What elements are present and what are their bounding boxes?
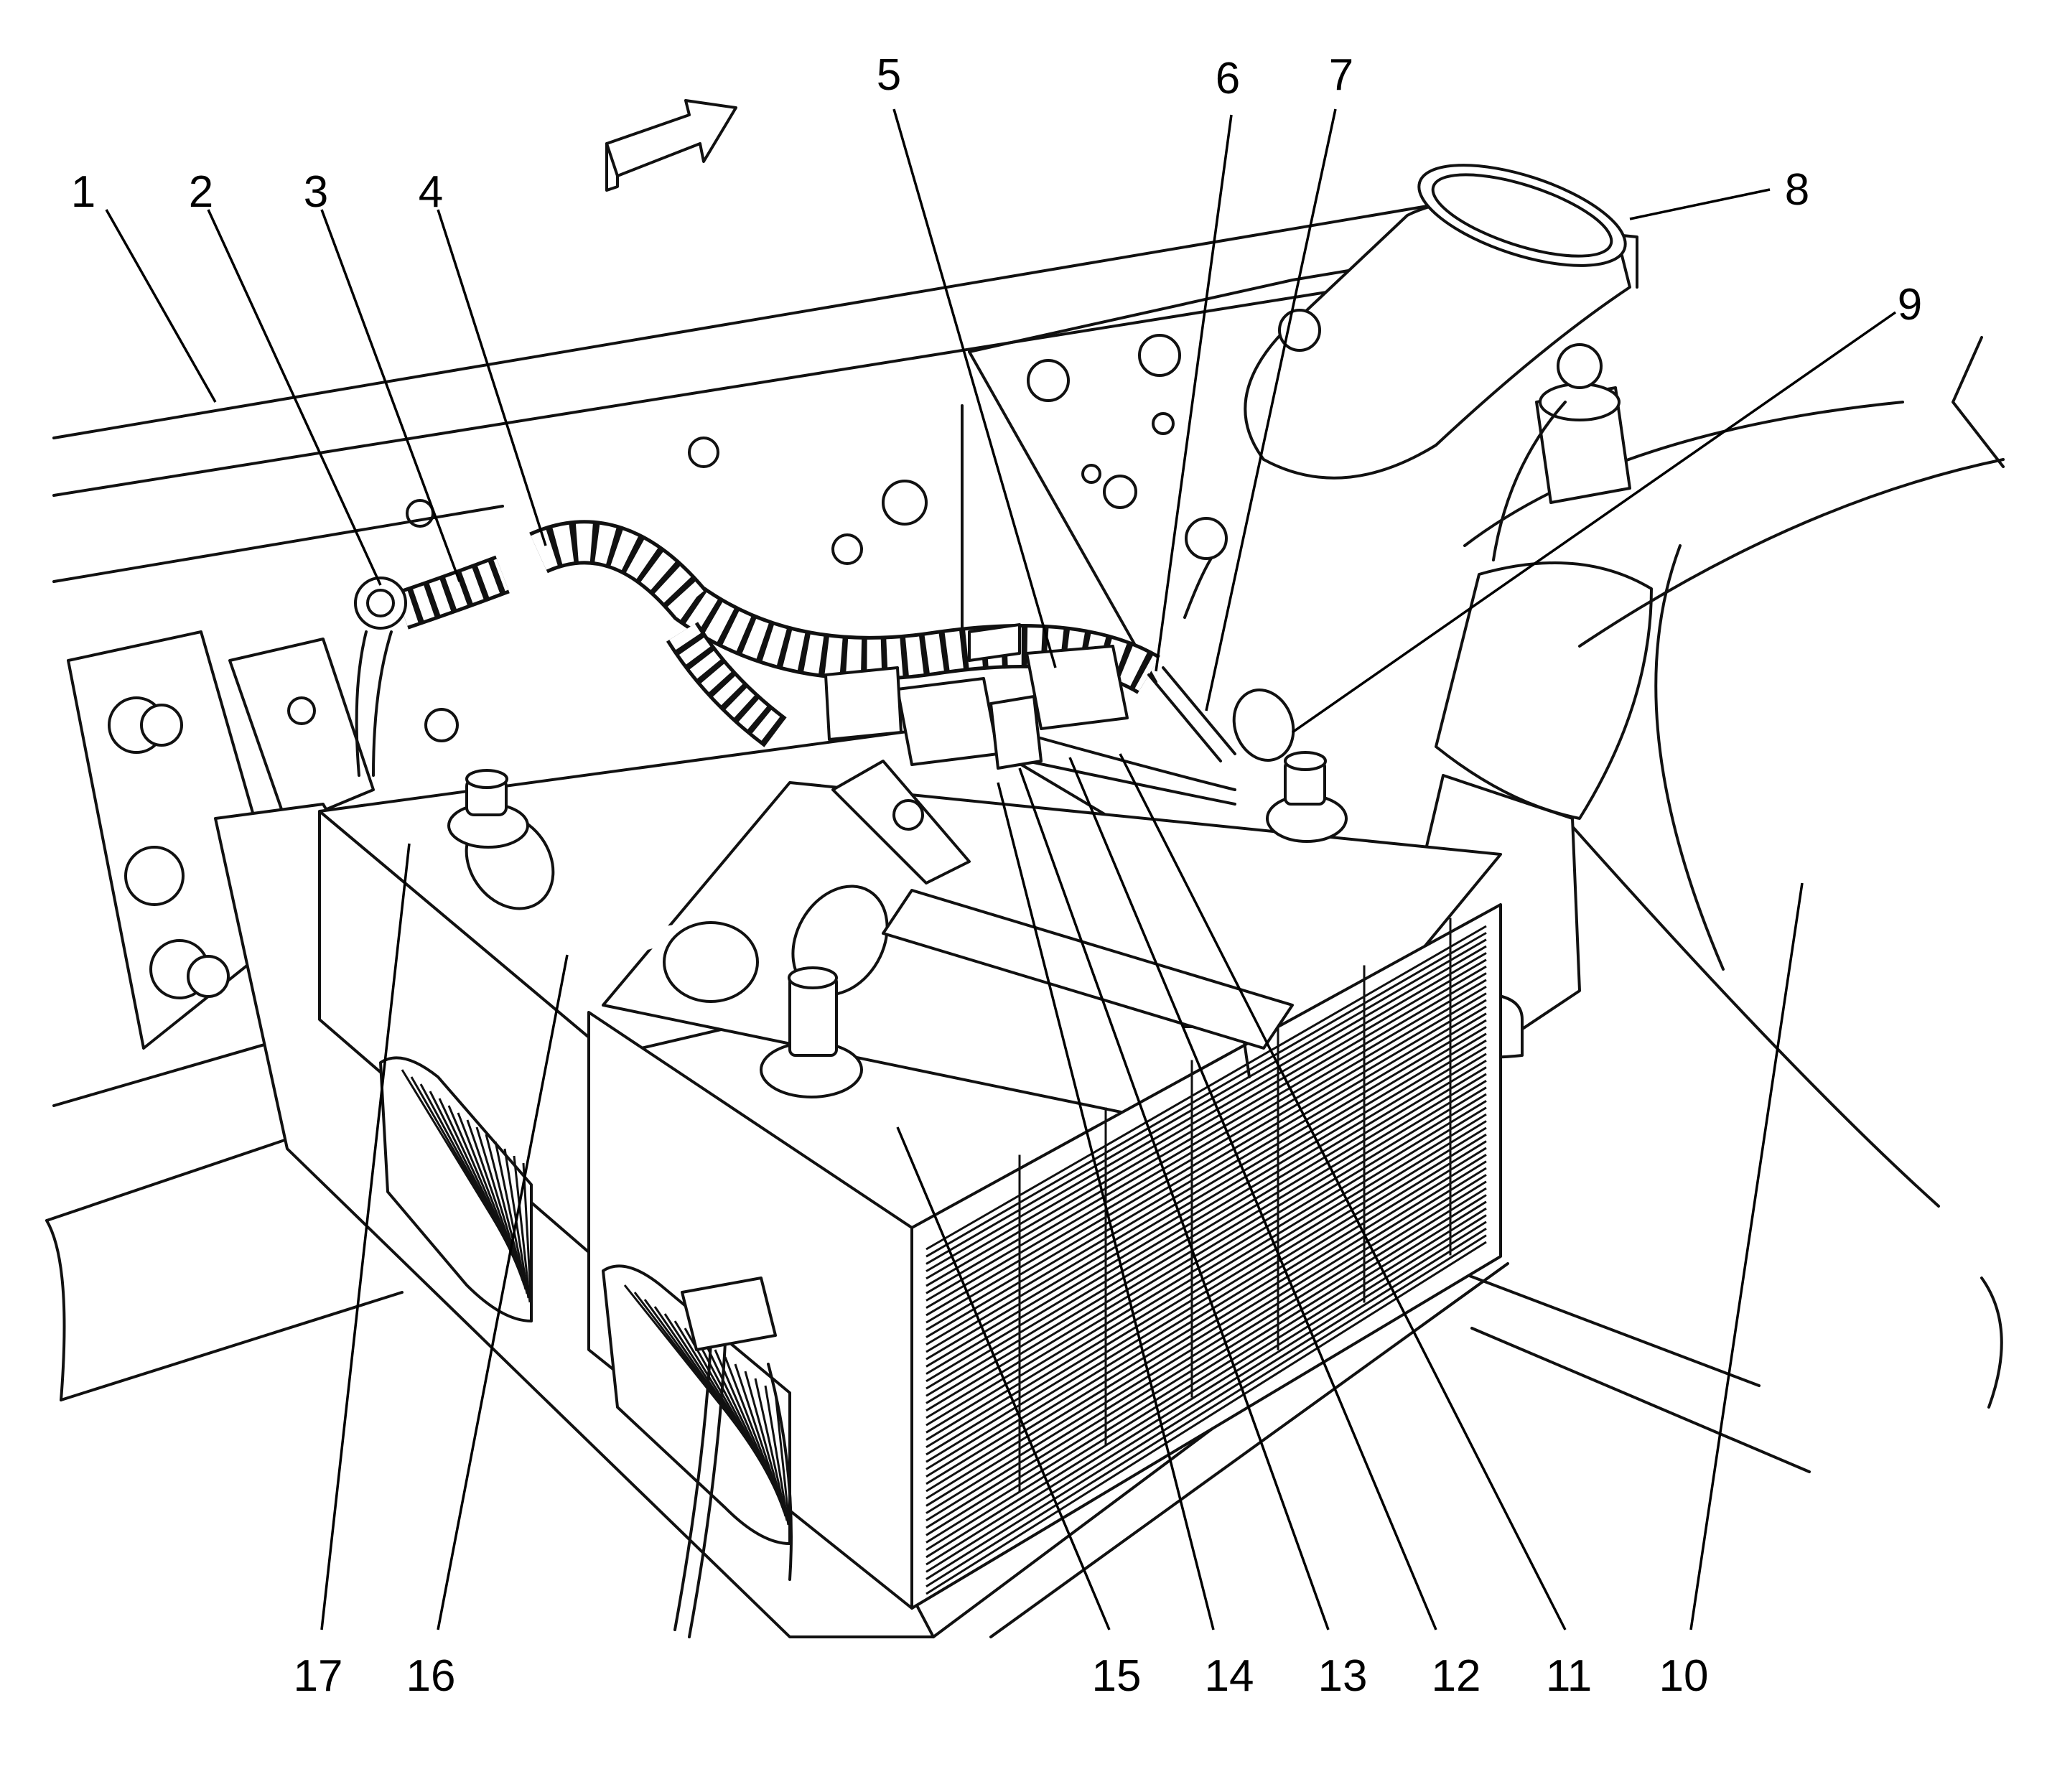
lower-cables	[673, 1277, 793, 1638]
leader-2	[207, 209, 382, 586]
callout-15: 15	[1092, 1651, 1142, 1701]
leader-8	[1629, 188, 1771, 220]
fuse-block-upper	[968, 623, 1129, 730]
leader-4	[437, 209, 547, 546]
sensor-connector	[1492, 343, 1631, 561]
callout-13: 13	[1318, 1651, 1368, 1701]
callout-16: 16	[406, 1651, 456, 1701]
leader-7	[1205, 108, 1337, 711]
callout-3: 3	[304, 167, 328, 217]
terminal-front-positive	[1266, 751, 1348, 843]
callout-labels: 1 2 3 4 5 6 7 8 9 10 11 12 13 14 15 16 1…	[71, 50, 1922, 1701]
leader-9	[1291, 311, 1897, 734]
leader-14	[997, 782, 1215, 1630]
leader-16	[437, 954, 569, 1630]
leader-3	[320, 209, 461, 582]
panel-nuts	[831, 309, 1321, 565]
tray-vent-right	[602, 1264, 791, 1545]
callout-2: 2	[189, 167, 213, 217]
callout-12: 12	[1432, 1651, 1481, 1701]
battery-hold-down	[831, 760, 1294, 1050]
callout-17: 17	[294, 1651, 343, 1701]
leader-11	[1119, 753, 1567, 1630]
callout-7: 7	[1329, 50, 1353, 100]
callout-10: 10	[1659, 1651, 1709, 1701]
leader-1	[105, 209, 217, 403]
leader-6	[1155, 114, 1233, 672]
callout-6: 6	[1216, 54, 1240, 103]
direction-arrow-icon	[605, 99, 737, 192]
callout-14: 14	[1205, 1651, 1254, 1701]
fuse-block-middle	[824, 666, 999, 766]
callout-5: 5	[877, 50, 901, 100]
ground-bolt	[354, 577, 407, 777]
callout-11: 11	[1546, 1651, 1592, 1701]
leader-10	[1689, 882, 1804, 1630]
terminal-rear-positive	[447, 769, 529, 849]
battery-ribs	[925, 918, 1487, 1595]
leader-lines	[105, 108, 1897, 1630]
leader-12	[1068, 757, 1437, 1630]
callout-1: 1	[71, 167, 95, 217]
callout-4: 4	[419, 167, 443, 217]
air-intake-duct	[1244, 164, 2005, 1208]
frame-panel	[52, 203, 1638, 742]
positive-cable-end	[1232, 689, 1295, 762]
wiring-harness	[396, 520, 1236, 806]
callout-9: 9	[1898, 280, 1922, 330]
fuse-block-lower	[989, 695, 1043, 770]
left-bracket	[67, 630, 375, 1050]
leader-5	[892, 108, 1057, 668]
tray-vent-left	[379, 1056, 533, 1322]
callout-8: 8	[1785, 165, 1809, 215]
leader-13	[1018, 767, 1330, 1630]
leader-17	[320, 843, 411, 1630]
terminal-front-negative	[760, 966, 863, 1098]
leader-15	[896, 1126, 1111, 1630]
